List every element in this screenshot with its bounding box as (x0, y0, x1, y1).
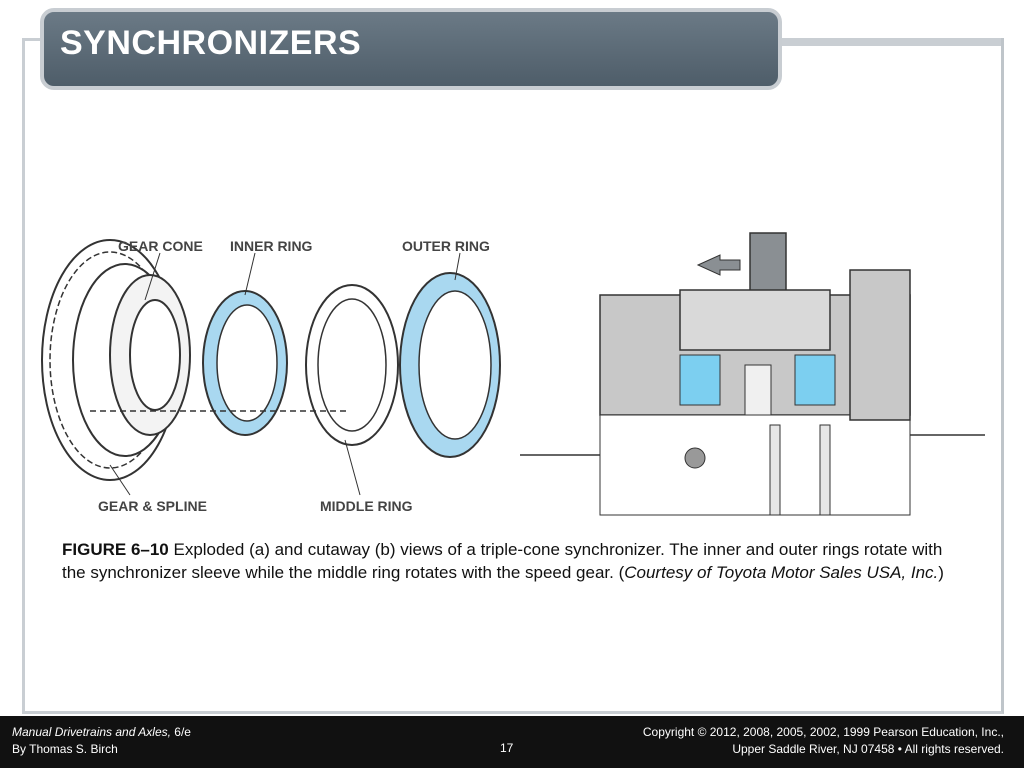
caption-text: Exploded (a) and cutaway (b) views of a … (62, 540, 943, 582)
slide-frame-accent (780, 38, 1004, 46)
footer-copyright: Copyright © 2012, 2008, 2005, 2002, 1999… (643, 724, 1004, 758)
label-middle-ring: MIDDLE RING (320, 498, 413, 514)
footer-book-info: Manual Drivetrains and Axles, 6/e By Tho… (12, 724, 191, 758)
footer-page-number: 17 (500, 741, 514, 755)
footer-author: By Thomas S. Birch (12, 742, 118, 756)
caption-close: ) (938, 563, 944, 582)
synchronizer-figure: GEAR CONE INNER RING OUTER RING GEAR & S… (30, 225, 990, 520)
slide-title: SYNCHRONIZERS (60, 24, 362, 62)
label-gear-cone: GEAR CONE (118, 238, 203, 254)
footer-edition: 6/e (170, 725, 191, 739)
caption-credit: Courtesy of Toyota Motor Sales USA, Inc. (624, 563, 939, 582)
slide-frame (22, 38, 1004, 714)
label-gear-spline: GEAR & SPLINE (98, 498, 207, 514)
cutaway-view (520, 232, 985, 516)
exploded-view (41, 239, 501, 496)
label-outer-ring: OUTER RING (402, 238, 490, 254)
footer-book-title: Manual Drivetrains and Axles, (12, 725, 171, 739)
figure-caption: FIGURE 6–10 Exploded (a) and cutaway (b)… (62, 538, 962, 584)
footer-copyright-line2: Upper Saddle River, NJ 07458 • All right… (732, 742, 1004, 756)
figure-number: FIGURE 6–10 (62, 540, 169, 559)
label-inner-ring: INNER RING (230, 238, 313, 254)
title-bar (40, 8, 782, 90)
footer-copyright-line1: Copyright © 2012, 2008, 2005, 2002, 1999… (642, 725, 1004, 739)
synchronizer-illustration: GEAR CONE INNER RING OUTER RING GEAR & S… (41, 232, 985, 516)
footer: Manual Drivetrains and Axles, 6/e By Tho… (0, 716, 1024, 768)
